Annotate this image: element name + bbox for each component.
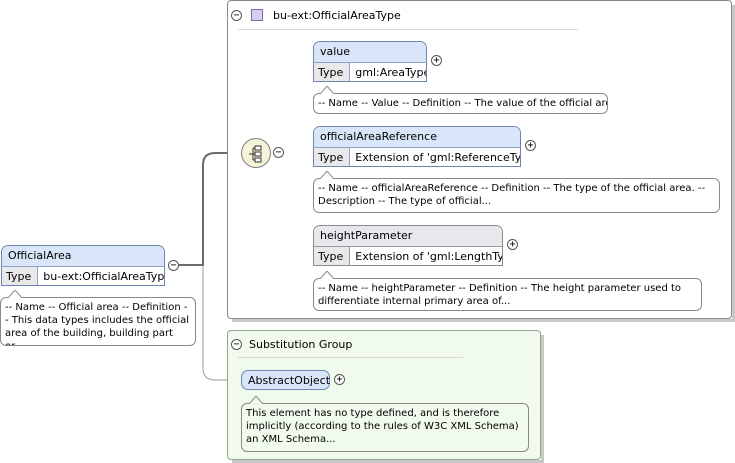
type-label: Type — [314, 247, 351, 265]
type-value: gml:AreaType — [355, 66, 427, 79]
officialareareference-expand-toggle[interactable]: + — [525, 140, 536, 151]
sequence-compositor-icon[interactable] — [241, 138, 271, 168]
abstractobject-annotation: This element has no type defined, and is… — [241, 403, 529, 452]
element-heightparameter[interactable]: heightParameter Type Extension of 'gml:L… — [313, 225, 503, 266]
value-expand-toggle[interactable]: + — [431, 55, 442, 66]
root-collapse-toggle[interactable]: − — [168, 260, 179, 271]
root-element-officialarea[interactable]: OfficialArea Type bu-ext:OfficialAreaTyp… — [1, 245, 165, 286]
root-element-type-row: Type bu-ext:OfficialAreaType — [2, 267, 165, 285]
complex-type-icon — [251, 9, 263, 21]
abstractobject-annotation-tab — [249, 396, 263, 404]
element-value[interactable]: value Type gml:AreaType — [313, 41, 427, 82]
type-group-collapse-toggle[interactable]: − — [231, 10, 242, 21]
sequence-collapse-toggle[interactable]: − — [273, 147, 284, 158]
value-annotation: -- Name -- Value -- Definition -- The va… — [313, 93, 608, 114]
root-annotation-tab — [8, 290, 22, 298]
root-element-name: OfficialArea — [2, 246, 164, 267]
element-name: officialAreaReference — [314, 127, 520, 148]
abstractobject-expand-toggle[interactable]: + — [334, 374, 345, 385]
officialareareference-annotation-tab — [320, 171, 334, 179]
element-officialareareference[interactable]: officialAreaReference Type Extension of … — [313, 126, 521, 167]
substitution-group-title: Substitution Group — [249, 338, 353, 351]
heightparameter-expand-toggle[interactable]: + — [507, 239, 518, 250]
type-value: Extension of 'gml:ReferenceType' — [355, 151, 521, 164]
type-value: bu-ext:OfficialAreaType — [43, 270, 165, 283]
root-annotation: -- Name -- Official area -- Definition -… — [0, 297, 196, 346]
heightparameter-annotation-tab — [320, 271, 334, 279]
type-label: Type — [314, 63, 351, 81]
officialareareference-annotation: -- Name -- officialAreaReference -- Defi… — [313, 178, 720, 213]
value-annotation-tab — [320, 86, 334, 94]
type-value: Extension of 'gml:LengthType' — [355, 250, 502, 263]
type-label: Type — [2, 267, 39, 285]
type-group-title: bu-ext:OfficialAreaType — [273, 9, 401, 22]
element-name: heightParameter — [314, 226, 502, 247]
element-abstractobject[interactable]: AbstractObject — [241, 370, 330, 390]
substitution-connector — [202, 265, 241, 381]
substitution-group-collapse-toggle[interactable]: − — [231, 339, 242, 350]
type-label: Type — [314, 148, 351, 166]
element-name: value — [314, 42, 426, 63]
element-type-row: Type gml:AreaType — [314, 63, 427, 81]
root-to-sequence-connector — [179, 152, 242, 266]
sequence-glyph-icon — [249, 145, 262, 163]
heightparameter-annotation: -- Name -- heightParameter -- Definition… — [313, 278, 702, 311]
element-type-row: Type Extension of 'gml:ReferenceType' — [314, 148, 521, 166]
element-type-row: Type Extension of 'gml:LengthType' — [314, 247, 502, 265]
